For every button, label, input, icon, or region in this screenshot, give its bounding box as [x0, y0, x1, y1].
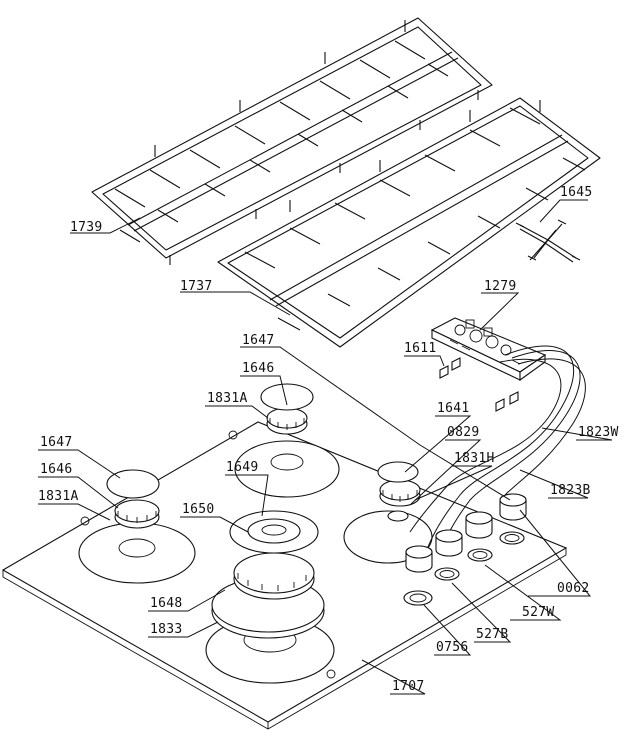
label-1648: 1648 — [150, 596, 183, 611]
label-1279: 1279 — [484, 279, 517, 294]
trivet-1645 — [515, 219, 581, 263]
burner-wok — [211, 510, 325, 639]
label-1707: 1707 — [392, 679, 425, 694]
label-1646-front: 1646 — [40, 462, 73, 477]
label-1831A-rear: 1831A — [207, 391, 248, 406]
burner-front-left — [106, 469, 160, 529]
wire-harness — [409, 345, 586, 556]
label-1647-front: 1647 — [40, 435, 73, 450]
label-1831A-front: 1831A — [38, 489, 79, 504]
label-527B: 527B — [476, 627, 509, 642]
label-1831H: 1831H — [454, 451, 495, 466]
label-0062: 0062 — [557, 581, 590, 596]
label-1833: 1833 — [150, 622, 183, 637]
part-labels: 1739 1737 1645 1279 1611 1647 1646 1831A… — [38, 185, 619, 694]
label-1823B: 1823B — [550, 483, 591, 498]
grate-1739 — [91, 17, 493, 265]
bezels — [403, 531, 525, 606]
label-1649: 1649 — [226, 460, 259, 475]
label-527W: 527W — [522, 605, 555, 620]
label-1647-rear: 1647 — [242, 333, 275, 348]
knobs-0062 — [405, 493, 527, 573]
label-1641: 1641 — [437, 401, 470, 416]
label-1611: 1611 — [404, 341, 437, 356]
control-board-1279 — [430, 317, 547, 382]
label-1645: 1645 — [560, 185, 593, 200]
spark-clips-1611 — [439, 357, 519, 412]
label-1646-rear: 1646 — [242, 361, 275, 376]
label-0756: 0756 — [436, 640, 469, 655]
label-1650: 1650 — [182, 502, 215, 517]
label-1739: 1739 — [70, 220, 103, 235]
burner-rear-left — [260, 383, 314, 435]
label-1737: 1737 — [180, 279, 213, 294]
burner-right — [377, 461, 421, 522]
label-1823W: 1823W — [578, 425, 619, 440]
grate-1737 — [217, 97, 601, 348]
label-0829: 0829 — [447, 425, 480, 440]
leader-lines — [38, 199, 613, 695]
